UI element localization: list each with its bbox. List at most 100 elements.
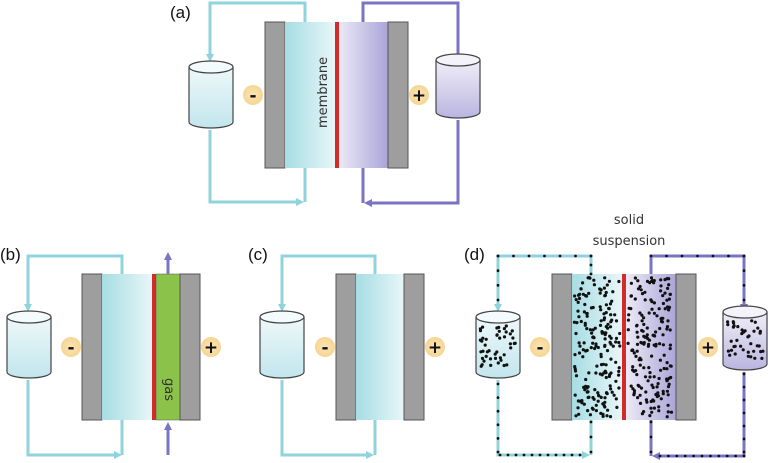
particle-dot xyxy=(666,410,670,414)
particle-dot xyxy=(496,409,500,413)
particle-dot xyxy=(603,294,607,298)
negative-terminal-badge xyxy=(243,85,263,105)
particle-dot xyxy=(645,333,649,337)
particle-dot xyxy=(570,453,574,457)
particle-dot xyxy=(726,320,730,324)
particle-dot xyxy=(572,320,577,324)
particle-dot xyxy=(640,313,644,317)
particle-dot xyxy=(581,348,585,352)
particle-dot xyxy=(581,292,585,296)
particle-dot xyxy=(643,375,648,379)
particle-dot xyxy=(665,298,669,302)
particle-dot xyxy=(584,384,588,388)
particle-dot xyxy=(661,343,666,347)
particle-dot xyxy=(599,352,603,356)
particle-dot xyxy=(604,363,608,367)
particle-dot xyxy=(636,279,640,283)
particle-dot xyxy=(634,354,638,358)
particle-dot xyxy=(604,303,609,307)
particle-dot xyxy=(665,325,670,329)
particle-dot xyxy=(604,325,608,329)
particle-dot xyxy=(603,337,607,341)
particle-dot xyxy=(632,391,636,395)
panel-a: (a) membrane - + xyxy=(170,1,481,207)
particle-dot xyxy=(508,332,512,336)
particle-dot xyxy=(667,297,672,301)
particle-dot xyxy=(665,415,669,419)
particle-dot xyxy=(589,306,594,310)
panel-b-label: (b) xyxy=(0,245,21,264)
particle-dot xyxy=(638,311,642,315)
particle-dot xyxy=(639,358,643,362)
particle-dot xyxy=(588,328,593,332)
particle-dot xyxy=(578,292,582,296)
particle-dot xyxy=(666,286,670,290)
particle-dot xyxy=(613,313,617,317)
particle-dot xyxy=(583,323,587,327)
particle-dot xyxy=(753,356,757,360)
particle-dot xyxy=(599,355,603,359)
particle-dot xyxy=(668,328,672,332)
particle-dot xyxy=(488,357,493,361)
particle-dot xyxy=(667,382,671,386)
particle-dot xyxy=(481,325,485,329)
anolyte-tank xyxy=(6,310,52,379)
particle-dot xyxy=(666,385,671,389)
particle-dot xyxy=(585,314,589,318)
positive-electrode xyxy=(179,273,201,421)
membrane xyxy=(152,274,156,420)
solid-suspension-label-line2: suspension xyxy=(593,234,666,249)
particle-dot xyxy=(728,353,732,357)
particle-dot xyxy=(588,413,593,417)
positive-sign: + xyxy=(701,338,715,358)
particle-dot xyxy=(587,395,591,399)
particle-dot xyxy=(592,278,596,282)
particle-dot xyxy=(683,454,687,458)
particle-dot xyxy=(614,360,618,364)
particle-dot xyxy=(582,341,586,345)
particle-dot xyxy=(630,348,635,352)
particle-dot xyxy=(617,373,621,377)
particle-dot xyxy=(583,388,587,392)
particle-dot xyxy=(652,311,657,315)
particle-dot xyxy=(617,386,621,390)
particle-dot xyxy=(659,289,663,293)
particle-dot xyxy=(597,394,601,398)
positive-terminal-badge xyxy=(201,337,221,357)
particle-dot xyxy=(546,453,550,457)
particle-dot xyxy=(609,320,613,324)
particle-dot xyxy=(599,319,603,323)
particle-dot xyxy=(752,329,756,333)
particle-dot xyxy=(757,344,761,348)
particle-dot xyxy=(665,327,669,331)
particle-dot xyxy=(649,254,653,258)
particle-dot xyxy=(760,356,764,360)
particle-dot xyxy=(592,336,596,340)
catholyte-compartment xyxy=(626,274,676,420)
particle-dot xyxy=(497,329,501,333)
particle-dot xyxy=(663,307,667,311)
particle-dot xyxy=(594,342,598,346)
particle-dot xyxy=(574,331,578,336)
particle-dot xyxy=(651,385,655,390)
particle-dot xyxy=(481,349,485,353)
positive-electrode xyxy=(403,273,425,421)
particle-dot xyxy=(667,283,671,287)
particle-dot xyxy=(598,323,603,327)
particle-dot xyxy=(642,322,646,326)
particle-dot xyxy=(717,454,721,458)
particle-dot xyxy=(709,454,712,458)
particle-dot xyxy=(640,412,645,416)
particle-dot xyxy=(746,350,750,354)
particle-dot xyxy=(577,296,582,301)
particle-dot xyxy=(666,393,670,397)
particle-dot xyxy=(480,356,485,360)
particle-dot xyxy=(604,371,608,375)
particle-dot xyxy=(574,298,578,302)
particle-dot xyxy=(601,412,605,416)
particle-dot xyxy=(484,354,488,358)
particle-dot xyxy=(605,283,609,287)
electrolyte-tank xyxy=(259,310,305,379)
particle-dot xyxy=(573,393,577,397)
negative-electrode xyxy=(335,273,357,421)
